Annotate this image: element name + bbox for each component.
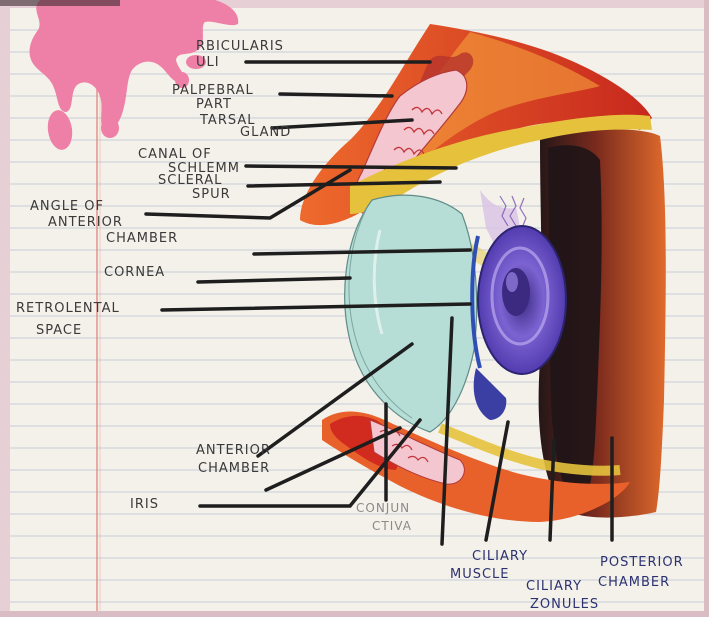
label-line: POSTERIOR [600,555,684,570]
label-iris: IRIS [130,497,159,512]
label-line: CORNEA [104,265,165,280]
label-line: CHAMBER [598,575,670,590]
label-line: CANAL OF [138,147,212,162]
label-line: CHAMBER [198,461,270,476]
label-line: PART [196,97,232,112]
label-line: PALPEBRAL [172,83,254,98]
label-line: IRIS [130,497,159,512]
label-line: SPUR [192,187,231,202]
label-line: ANTERIOR [196,443,271,458]
label-line: ZONULES [530,597,599,612]
label-line: CTIVA [372,519,412,533]
leader-palpebral [280,94,392,96]
label-line: ANTERIOR [48,215,123,230]
label-line: CHAMBER [106,231,178,246]
label-line: RBICULARIS [196,39,284,54]
label-line: RETROLENTAL [16,301,120,316]
label-line: MUSCLE [450,567,510,582]
label-line: SPACE [36,323,82,338]
leader-canal-schlemm [246,166,456,168]
label-line: CILIARY [472,549,528,564]
label-line: GLAND [240,125,291,140]
label-line: CONJUN [356,501,410,515]
label-line: CILIARY [526,579,582,594]
label-line: ULI [196,55,220,70]
label-cornea: CORNEA [104,265,165,280]
label-line: SCLERAL [158,173,222,188]
label-line: ANGLE OF [30,199,104,214]
